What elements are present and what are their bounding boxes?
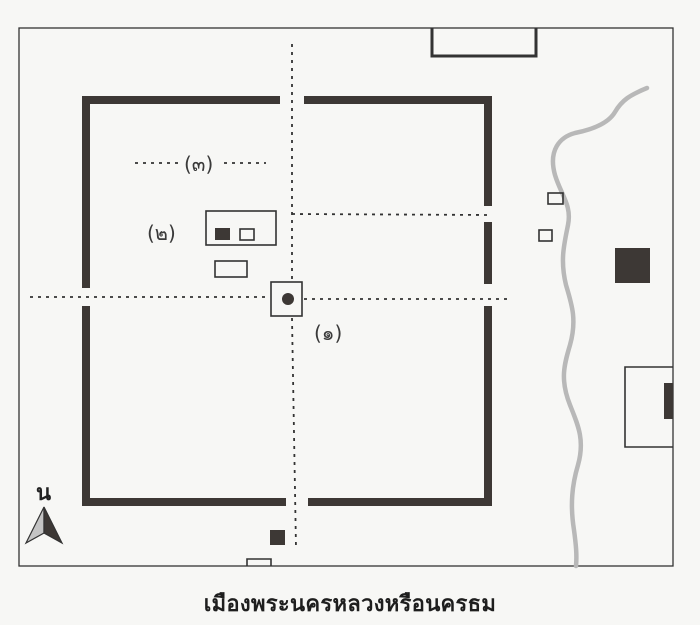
north-arrow-icon (24, 506, 64, 545)
east-small-structure-1 (547, 192, 564, 205)
wall-north-west (82, 96, 280, 104)
wall-west-north (82, 96, 90, 288)
wall-east-south (484, 306, 492, 506)
wall-south-east (308, 498, 492, 506)
label-site-1: (๑) (314, 321, 342, 345)
label-site-2: (๒) (147, 221, 176, 245)
dotted-roads (30, 44, 510, 549)
north-letter: น (36, 481, 51, 506)
wall-east-mid (484, 222, 492, 284)
site-2-filled-structure (215, 228, 230, 240)
city-walls (82, 96, 492, 506)
east-small-structure-2 (538, 229, 553, 242)
site-2-south-structure (214, 260, 248, 278)
site-2-small-structure (239, 228, 255, 241)
east-filled-structure (615, 248, 650, 283)
wall-west-south (82, 306, 90, 506)
south-edge-structure (246, 558, 272, 566)
river (550, 85, 650, 569)
south-filled-structure (270, 530, 285, 545)
wall-east-north (484, 96, 492, 206)
site-2-enclosure (205, 210, 277, 246)
central-temple-marker (282, 293, 294, 305)
label-site-3: (๓) (184, 152, 213, 176)
east-enclosure-filled-structure (664, 383, 673, 419)
north-indicator: น (24, 481, 64, 545)
wall-north-east (304, 96, 492, 104)
north-gate-structure (430, 28, 538, 58)
wall-south-west (82, 498, 286, 506)
map-caption: เมืองพระนครหลวงหรือนครธม (203, 592, 497, 617)
east-enclosure (624, 366, 673, 448)
road-victory-gate (291, 213, 491, 216)
